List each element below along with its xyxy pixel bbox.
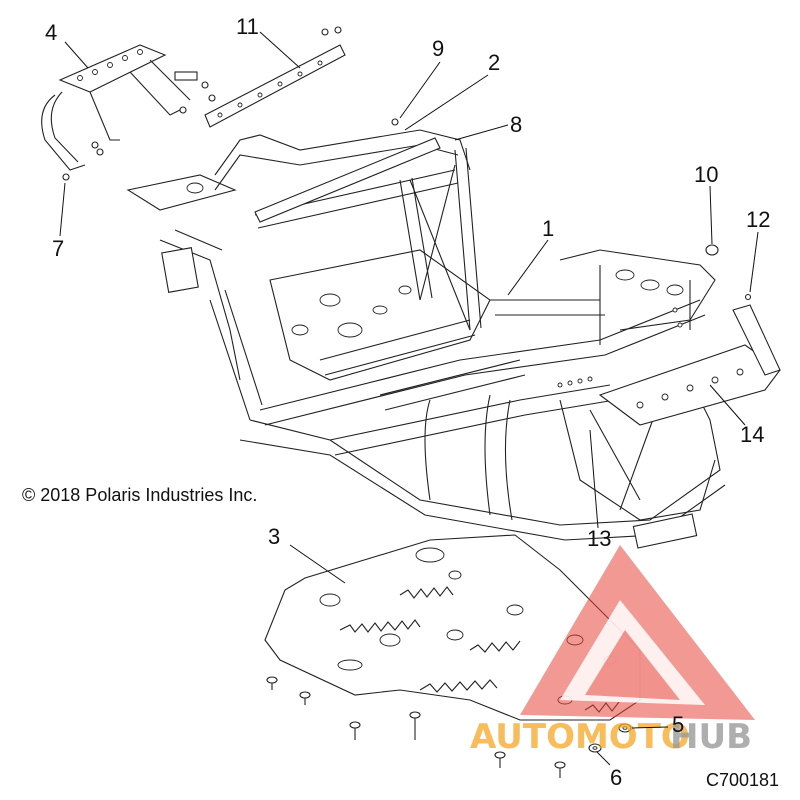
bolt: [494, 751, 506, 768]
callout-11: 11: [236, 14, 259, 39]
callout-2: 2: [488, 50, 500, 75]
bolt: [409, 711, 421, 740]
copyright-notice: © 2018 Polaris Industries Inc.: [22, 485, 257, 505]
main-frame: [126, 129, 726, 549]
callout-9: 9: [432, 36, 444, 61]
automotohub-watermark: AUTOMOTO HUB: [470, 545, 755, 757]
callout-labels: 1 2 3 4 5 6 7 8 9 10 11 12 13 14: [45, 14, 770, 790]
fasteners: [62, 26, 752, 778]
callout-14: 14: [740, 422, 764, 447]
leader-lines: [59, 31, 759, 766]
callout-1: 1: [542, 216, 554, 241]
washer: [618, 723, 632, 733]
callout-8: 8: [510, 112, 522, 137]
watermark-text-part1: AUTOMOTO: [470, 717, 690, 757]
rail-strip: [204, 44, 346, 128]
bolt: [349, 721, 361, 740]
bolt: [554, 761, 566, 778]
callout-12: 12: [746, 207, 770, 232]
rear-bumper: [598, 304, 781, 426]
callout-3: 3: [268, 524, 280, 549]
front-bumper: [41, 44, 198, 171]
callout-10: 10: [694, 162, 718, 187]
bolt: [299, 691, 311, 705]
callout-5: 5: [672, 712, 684, 737]
bolt: [266, 676, 278, 690]
callout-6: 6: [610, 765, 622, 790]
watermark-text-part2: HUB: [670, 717, 752, 757]
upper-cross-tube: [254, 137, 441, 223]
washer: [588, 743, 602, 753]
figure-code: C700181: [706, 770, 779, 790]
callout-7: 7: [52, 236, 64, 261]
callout-13: 13: [587, 526, 611, 551]
callout-4: 4: [45, 20, 57, 45]
